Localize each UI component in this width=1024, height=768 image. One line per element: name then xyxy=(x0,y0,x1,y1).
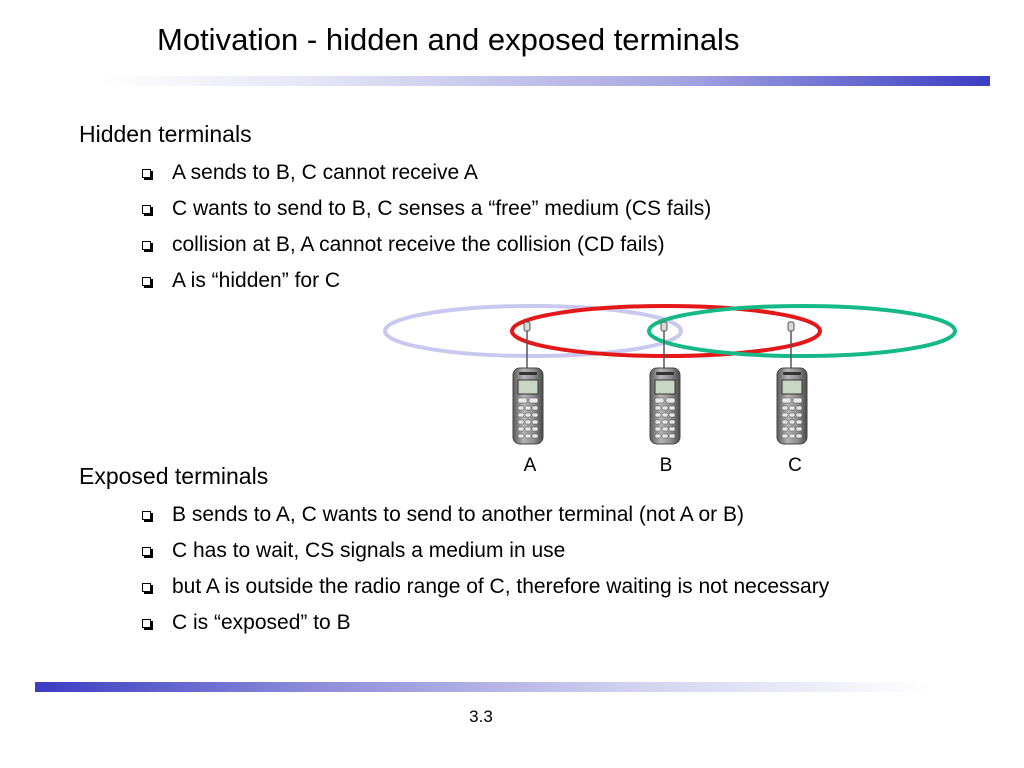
terminal-b-label: B xyxy=(660,455,673,476)
list-item: but A is outside the radio range of C, t… xyxy=(140,572,862,602)
checkbox-bullet-icon xyxy=(142,511,151,520)
page-number: 3.3 xyxy=(469,707,493,726)
title-divider xyxy=(100,76,990,86)
list-item: collision at B, A cannot receive the col… xyxy=(140,230,860,260)
list-item: C wants to send to B, C senses a “free” … xyxy=(140,194,860,224)
range-ellipse-a xyxy=(383,304,683,358)
range-ellipse-c xyxy=(647,304,957,358)
checkbox-bullet-icon xyxy=(142,619,151,628)
hidden-terminals-list: A sends to B, C cannot receive A C wants… xyxy=(140,158,860,302)
checkbox-bullet-icon xyxy=(142,169,151,178)
list-item: A is “hidden” for C xyxy=(140,266,860,296)
terminal-a-label: A xyxy=(524,455,537,476)
exposed-terminals-list: B sends to A, C wants to send to another… xyxy=(140,500,900,644)
terminal-c-label: C xyxy=(788,455,802,476)
list-item: A sends to B, C cannot receive A xyxy=(140,158,860,188)
checkbox-bullet-icon xyxy=(142,205,151,214)
slide-title: Motivation - hidden and exposed terminal… xyxy=(157,22,740,57)
footer-divider xyxy=(35,682,930,692)
list-item: B sends to A, C wants to send to another… xyxy=(140,500,900,530)
checkbox-bullet-icon xyxy=(142,583,151,592)
radio-range-diagram: A B C xyxy=(383,304,957,476)
checkbox-bullet-icon xyxy=(142,241,151,250)
range-ellipse-b xyxy=(510,304,822,358)
hidden-terminals-heading: Hidden terminals xyxy=(79,121,252,147)
checkbox-bullet-icon xyxy=(142,277,151,286)
list-item: C is “exposed” to B xyxy=(140,608,900,638)
exposed-terminals-heading: Exposed terminals xyxy=(79,463,269,489)
list-item: C has to wait, CS signals a medium in us… xyxy=(140,536,900,566)
terminal-c-icon xyxy=(776,321,808,445)
checkbox-bullet-icon xyxy=(142,547,151,556)
